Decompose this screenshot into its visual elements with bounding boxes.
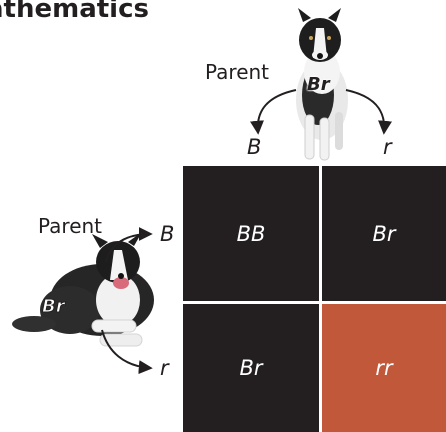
top-allele-r: r	[383, 135, 392, 159]
punnett-cell-Br-bottom: Br	[183, 304, 319, 432]
punnett-cell-label: Br	[372, 221, 396, 246]
punnett-cell-label: BB	[236, 221, 266, 246]
page-heading: athematics	[0, 0, 149, 24]
top-allele-B: B	[247, 135, 262, 159]
top-arrow-right	[345, 89, 392, 135]
top-parent-label: Parent	[205, 60, 270, 84]
punnett-cell-BB: BB	[183, 166, 319, 301]
left-arrow-top	[105, 227, 153, 263]
punnett-cell-rr: rr	[322, 304, 446, 432]
top-parent-genotype: Br	[307, 74, 330, 95]
left-parent-label: Parent	[38, 214, 103, 238]
punnett-cell-label: rr	[375, 356, 393, 380]
top-arrow-left	[250, 89, 297, 135]
punnett-square: BB Br Br rr	[183, 166, 446, 432]
punnett-cell-label: Br	[239, 356, 263, 380]
border-collie-standing-icon	[296, 8, 348, 161]
punnett-cell-Br-top: Br	[322, 166, 446, 301]
border-collie-lying-icon	[12, 232, 154, 347]
left-arrow-bottom	[101, 329, 153, 375]
left-allele-B: B	[160, 222, 175, 246]
left-allele-r: r	[160, 356, 169, 380]
left-parent-genotype: Br	[42, 296, 66, 318]
